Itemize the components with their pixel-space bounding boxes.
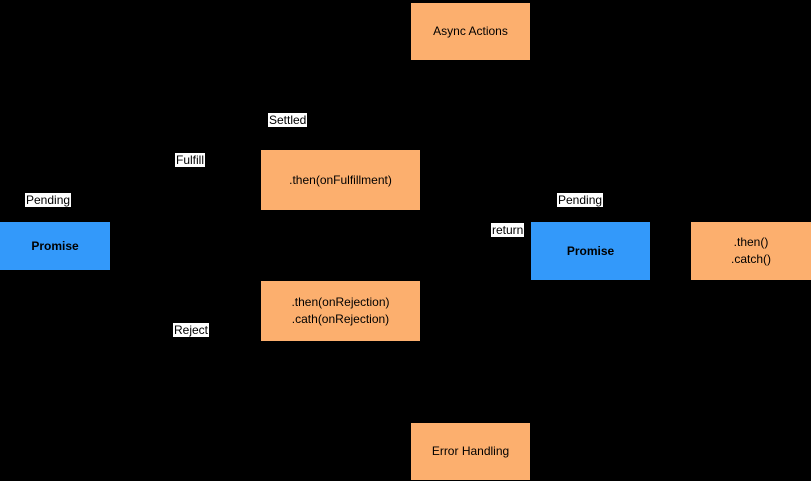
node-error-handling[interactable]: Error Handling: [411, 423, 530, 480]
node-then-catch-chain[interactable]: .then() .catch(): [691, 222, 811, 280]
node-then-cath-on-rejection-label-1: .cath(onRejection): [291, 312, 390, 326]
node-promise-left-label-0: Promise: [31, 238, 79, 253]
edge-label-fulfill: Fulfill: [175, 153, 206, 167]
node-error-handling-label-0: Error Handling: [431, 444, 510, 458]
connector-reject-branch: [230, 311, 261, 312]
node-then-catch-chain-label-1: .catch(): [730, 252, 771, 266]
connector-fulfillment-to-promise-right: [420, 180, 531, 181]
edge-label-pending-right: Pending: [557, 193, 604, 207]
connector-promise-right-to-chain: [650, 251, 691, 252]
node-then-on-fulfillment[interactable]: .then(onFulfillment): [261, 150, 420, 210]
edge-label-pending-left: Pending: [25, 193, 72, 207]
connector-error-handling-up: [470, 311, 471, 423]
connector-promise-to-settled: [110, 245, 261, 246]
connector-settled-to-fulfill: [230, 180, 261, 181]
node-promise-left[interactable]: Promise: [0, 222, 110, 270]
node-async-actions-label-0: Async Actions: [433, 24, 508, 38]
node-promise-right[interactable]: Promise: [531, 222, 650, 280]
edge-label-return: return: [491, 223, 525, 237]
node-then-cath-on-rejection-label-0: .then(onRejection): [291, 295, 390, 309]
connector-async-actions-down: [470, 60, 471, 150]
node-promise-right-label-0: Promise: [566, 243, 615, 258]
edge-label-reject: Reject: [173, 323, 210, 337]
edge-label-settled: Settled: [268, 113, 308, 127]
node-then-on-fulfillment-label-0: .then(onFulfillment): [289, 172, 392, 187]
node-then-catch-chain-label-0: .then(): [733, 235, 769, 249]
node-then-cath-on-rejection[interactable]: .then(onRejection) .cath(onRejection): [261, 281, 420, 341]
node-async-actions[interactable]: Async Actions: [411, 3, 530, 60]
connector-rejection-to-error: [420, 311, 470, 312]
